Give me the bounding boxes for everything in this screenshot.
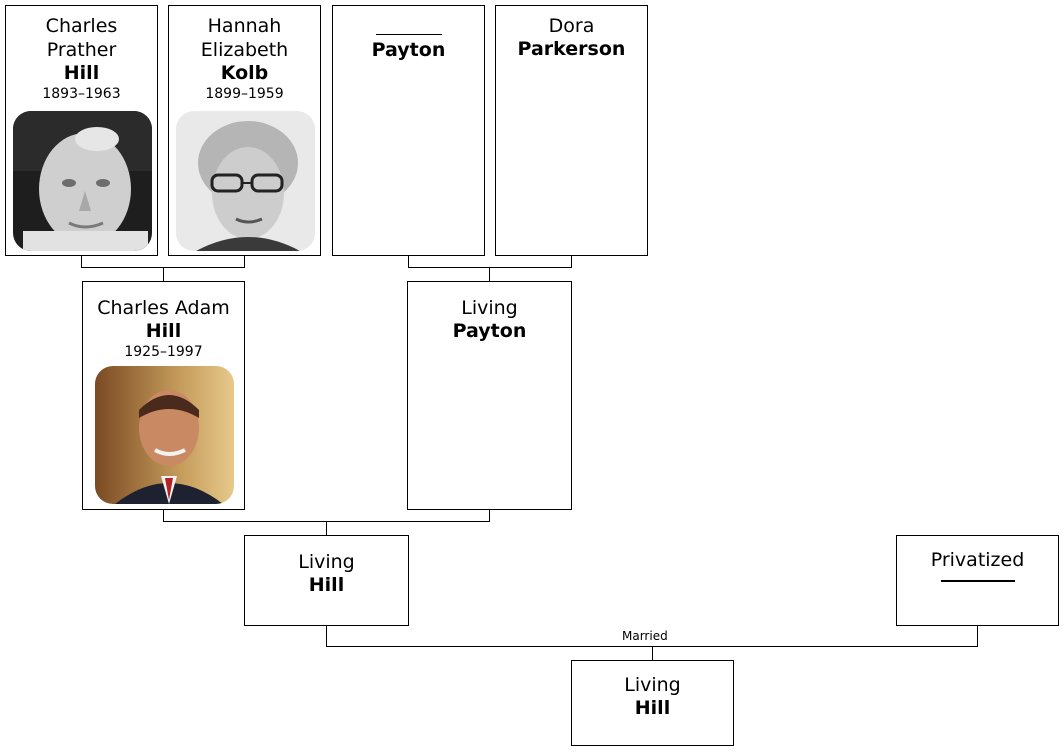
surname: Hill: [308, 574, 345, 596]
connector-line: [489, 510, 490, 522]
surname: Kolb: [220, 62, 269, 84]
given-name: Hannah Elizabeth: [200, 15, 289, 61]
surname: Hill: [145, 320, 182, 342]
given-name: Living: [461, 297, 518, 319]
connector-line: [408, 267, 572, 268]
life-years: 1899–1959: [205, 86, 284, 102]
connector-line: [571, 256, 572, 268]
portrait-photo: [176, 111, 315, 251]
person-card-charles-adam-hill[interactable]: Charles Adam Hill 1925–1997: [82, 281, 245, 510]
unknown-given-name-line: [375, 34, 442, 39]
surname: Hill: [634, 697, 671, 719]
given-name: Dora: [548, 15, 595, 37]
connector-line: [81, 256, 82, 268]
person-card-living-payton[interactable]: Living Payton: [407, 281, 572, 510]
connector-line: [163, 267, 164, 281]
surname: Parkerson: [517, 38, 626, 60]
given-name: Living: [298, 551, 355, 573]
given-name: Charles Adam: [97, 297, 230, 319]
given-name: Privatized: [930, 549, 1025, 571]
surname: Hill: [63, 62, 100, 84]
surname: Payton: [452, 320, 527, 342]
person-card-child-living-hill[interactable]: Living Hill: [571, 660, 734, 746]
person-card-hannah-elizabeth-kolb[interactable]: Hannah Elizabeth Kolb 1899–1959: [168, 5, 321, 256]
person-card-charles-prather-hill[interactable]: Charles Prather Hill 1893–1963: [5, 5, 158, 256]
connector-line: [408, 256, 409, 268]
life-years: 1925–1997: [124, 344, 203, 360]
portrait-photo: [95, 366, 234, 504]
connector-line: [163, 510, 164, 522]
given-name: Charles Prather: [45, 15, 118, 61]
life-years: 1893–1963: [42, 86, 121, 102]
connector-line: [326, 626, 327, 647]
person-card-living-hill[interactable]: Living Hill: [244, 535, 409, 626]
connector-line: [977, 626, 978, 647]
surname: Payton: [371, 39, 446, 61]
person-card-dora-parkerson[interactable]: Dora Parkerson: [495, 5, 648, 256]
portrait-photo: [13, 111, 152, 251]
given-name: Living: [624, 674, 681, 696]
connector-line: [244, 256, 245, 268]
connector-line: [489, 267, 490, 281]
connector-line: [326, 521, 327, 535]
person-card-privatized[interactable]: Privatized: [896, 535, 1059, 626]
married-label: Married: [622, 629, 668, 643]
person-card-payton[interactable]: Payton: [332, 5, 485, 256]
unknown-surname-line: [940, 580, 1015, 582]
connector-line: [652, 646, 653, 660]
